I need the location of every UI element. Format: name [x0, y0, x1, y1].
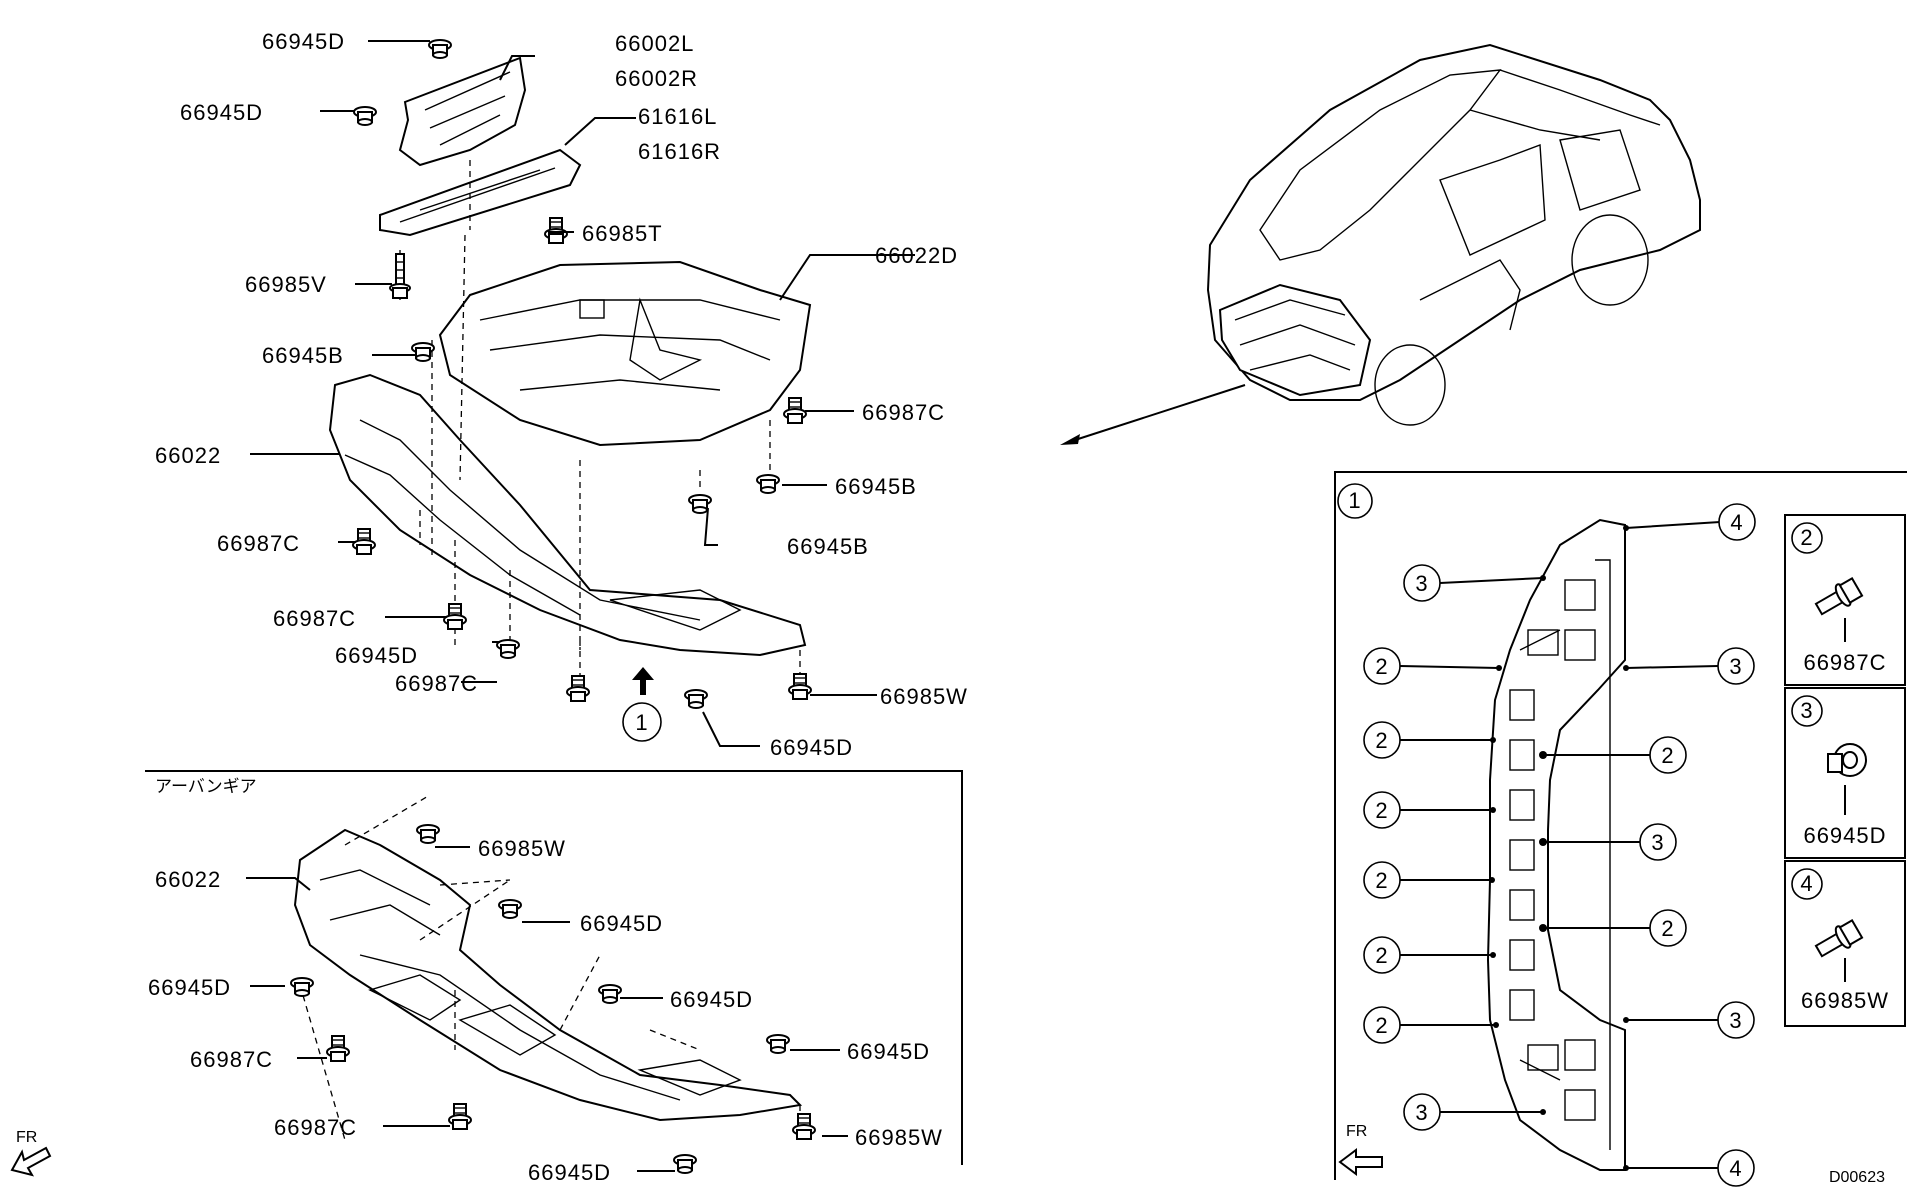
part-66022D-label: 66022D — [875, 243, 958, 268]
legend-part: 66987C — [1803, 650, 1886, 675]
part-66987C-label: 66987C — [190, 1047, 273, 1072]
callout-3: 3 — [1729, 654, 1742, 679]
callout-2: 2 — [1375, 654, 1388, 679]
fastener-legend: 2 66987C 3 66945D 4 66985W — [1784, 514, 1906, 1027]
urban-gear-title: アーバンギア — [155, 777, 257, 796]
legend-num: 3 — [1800, 698, 1813, 723]
front-skid-66022 — [328, 373, 807, 657]
callout-2: 2 — [1661, 916, 1674, 941]
part-61616R-label: 61616R — [638, 139, 721, 164]
legend-part: 66985W — [1801, 988, 1889, 1013]
callout-4: 4 — [1730, 510, 1743, 535]
pointer-arrow — [1074, 384, 1246, 441]
urban-gear-skid — [293, 828, 803, 1122]
callout-3: 3 — [1415, 1100, 1428, 1125]
part-66987C-label: 66987C — [395, 671, 478, 696]
part-66985W-label: 66985W — [478, 836, 566, 861]
part-66985W-label: 66985W — [855, 1125, 943, 1150]
fr-label-left: FR — [16, 1129, 37, 1146]
part-66022-label: 66022 — [155, 867, 221, 892]
part-66987C-label: 66987C — [274, 1115, 357, 1140]
callout-1: 1 — [635, 710, 648, 735]
callout-3: 3 — [1415, 571, 1428, 596]
up-arrow — [632, 667, 654, 695]
callout-2: 2 — [1375, 798, 1388, 823]
legend-part: 66945D — [1803, 823, 1886, 848]
part-66945D-label: 66945D — [528, 1160, 611, 1185]
detail-index-callout: 1 — [1348, 488, 1361, 513]
bar-61616 — [379, 148, 582, 237]
part-66945B-label: 66945B — [787, 534, 869, 559]
drawing-code: D00623 — [1829, 1169, 1885, 1186]
part-66987C-label: 66987C — [862, 400, 945, 425]
part-66002R-label: 66002R — [615, 66, 698, 91]
callout-2: 2 — [1375, 943, 1388, 968]
part-66945D-label: 66945D — [670, 987, 753, 1012]
legend-num: 4 — [1800, 871, 1813, 896]
part-66985W-label: 66985W — [880, 684, 968, 709]
skid-detail — [1486, 518, 1626, 1171]
legend-num: 2 — [1800, 525, 1813, 550]
part-66987C-label: 66987C — [273, 606, 356, 631]
fr-arrow-left-icon — [10, 1146, 52, 1177]
part-66945B-label: 66945B — [262, 343, 344, 368]
part-66945D-label: 66945D — [262, 29, 345, 54]
callout-2: 2 — [1375, 868, 1388, 893]
callout-2: 2 — [1375, 728, 1388, 753]
vehicle-illustration — [1060, 43, 1701, 445]
part-66987C-label: 66987C — [217, 531, 300, 556]
part-66945D-label: 66945D — [180, 100, 263, 125]
bracket-66002 — [398, 56, 527, 167]
part-66945B-label: 66945B — [835, 474, 917, 499]
part-61616L-label: 61616L — [638, 104, 717, 129]
part-66945D-label: 66945D — [580, 911, 663, 936]
callout-4: 4 — [1729, 1156, 1742, 1181]
part-66985V-label: 66985V — [245, 272, 327, 297]
callout-2: 2 — [1661, 743, 1674, 768]
callout-3: 3 — [1651, 830, 1664, 855]
detail-callouts: 4 3 2 3 2 2 2 3 2 2 2 2 3 3 — [1363, 503, 1756, 1187]
part-66985T-label: 66985T — [582, 221, 663, 246]
undercover-66022D — [438, 260, 812, 447]
fr-arrow-right-icon — [1338, 1148, 1383, 1176]
part-66945D-label: 66945D — [847, 1039, 930, 1064]
part-66022-label: 66022 — [155, 443, 221, 468]
callout-2: 2 — [1375, 1013, 1388, 1038]
callout-3: 3 — [1729, 1008, 1742, 1033]
fr-label-right: FR — [1346, 1123, 1367, 1140]
part-66945D-label: 66945D — [148, 975, 231, 1000]
part-66945D-label: 66945D — [770, 735, 853, 760]
part-66945D-label: 66945D — [335, 643, 418, 668]
urban-gear-panel: アーバンギア 66985W 66022 66945D 66945D 66945D… — [145, 770, 963, 1185]
main-exploded-view: 1 66945D 66002L 66002R 66945D 61616L 616… — [155, 29, 968, 760]
part-66002L-label: 66002L — [615, 31, 694, 56]
detail-panel: 1 — [1334, 471, 1907, 1187]
